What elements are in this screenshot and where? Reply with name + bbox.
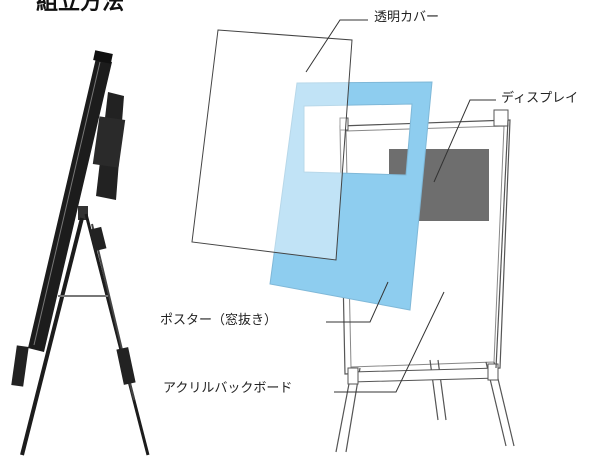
side-front-leg <box>20 217 84 456</box>
leader-lines <box>305 19 496 393</box>
label-display: ディスプレイ <box>501 91 579 106</box>
easel-crossbar-end-left <box>347 367 359 385</box>
label-acrylic-backboard: アクリルバックボード <box>163 381 293 396</box>
leader-clear-cover <box>305 19 368 73</box>
easel-top-post <box>493 109 509 127</box>
side-view-stand <box>11 50 150 456</box>
poster-sheet <box>269 81 433 311</box>
side-frame-highlight <box>33 61 101 346</box>
clear-cover <box>191 29 353 261</box>
side-clamp-upper <box>89 226 107 252</box>
label-poster: ポスター（窓抜き） <box>160 313 278 328</box>
leader-display <box>433 99 496 183</box>
side-rear-leg <box>84 213 150 456</box>
side-frame-top-cap <box>93 50 113 64</box>
side-clamp-lower <box>116 347 136 385</box>
side-foot-left <box>11 345 29 387</box>
poster-window-cutout <box>269 81 433 311</box>
label-clear-cover: 透明カバー <box>374 10 440 25</box>
side-hinge <box>78 206 88 220</box>
side-frame-panel <box>28 58 112 352</box>
clear-cover-sheet <box>191 29 353 261</box>
leader-poster <box>326 281 389 323</box>
easel-right-post <box>495 119 509 369</box>
easel-crossbar-end-right <box>487 363 499 381</box>
easel-top-post-left <box>339 117 349 131</box>
leader-backboard <box>334 291 445 393</box>
diagram-title-partial: 組立方法 <box>36 0 125 15</box>
side-bracket <box>92 116 126 168</box>
